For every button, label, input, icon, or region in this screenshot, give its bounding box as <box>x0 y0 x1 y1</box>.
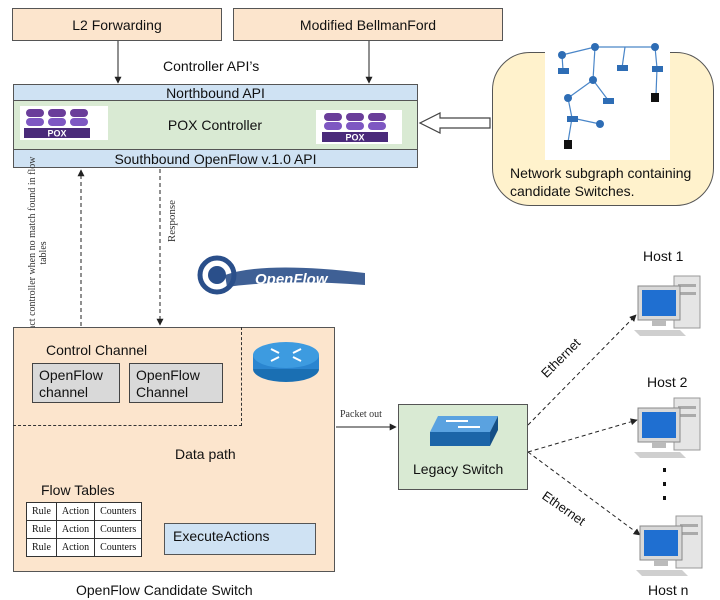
pox-logo-icon: POX <box>24 109 90 139</box>
ellipsis-dots-icon <box>663 468 666 500</box>
legacy-switch-label: Legacy Switch <box>413 461 504 477</box>
openflow-channel-1: OpenFlow channel <box>32 363 120 403</box>
bellmanford-label: Modified BellmanFord <box>299 16 437 33</box>
pox-logo-right: POX <box>316 110 402 144</box>
flow-counters-cell: Counters <box>94 538 143 557</box>
flow-counters-cell: Counters <box>94 502 143 521</box>
southbound-api-bar: Southbound OpenFlow v.1.0 API <box>13 149 418 168</box>
host2-label: Host 2 <box>647 374 688 390</box>
flow-action-cell: Action <box>55 538 96 557</box>
pox-logo-left: POX <box>20 106 108 140</box>
pox-controller-title: POX Controller <box>120 115 310 135</box>
table-row: Rule Action Counters <box>26 502 143 521</box>
bellmanford-box: Modified BellmanFord <box>233 8 503 41</box>
flow-tables-label: Flow Tables <box>41 482 115 498</box>
execute-actions-box: ExecuteActions <box>164 523 316 555</box>
switch-icon <box>430 416 498 446</box>
flow-rule-cell: Rule <box>26 538 57 557</box>
flow-table: Rule Action Counters Rule Action Counter… <box>26 502 143 557</box>
openflow-logo: OpenFlow <box>195 253 373 297</box>
flow-action-cell: Action <box>55 502 96 521</box>
openflow-channel-2-label: OpenFlow Channel <box>136 367 200 400</box>
data-path-label: Data path <box>175 446 236 462</box>
host1-computer-icon <box>634 275 701 336</box>
packet-out-label: Packet out <box>340 409 382 420</box>
table-row: Rule Action Counters <box>26 538 143 557</box>
pox-logo-icon: POX <box>322 113 388 143</box>
host1-label: Host 1 <box>643 248 684 264</box>
flow-counters-cell: Counters <box>94 520 143 539</box>
control-channel-region <box>13 327 242 426</box>
legacy-to-host2-arrow <box>527 418 638 453</box>
openflow-channel-2: OpenFlow Channel <box>129 363 223 403</box>
legacy-to-host1-arrow <box>527 314 637 426</box>
controller-api-label: Controller API’s <box>163 58 260 74</box>
router-icon <box>253 342 319 382</box>
hostn-computer-icon <box>636 515 703 576</box>
subgraph-to-controller-arrow <box>418 112 491 134</box>
openflow-channel-1-label: OpenFlow channel <box>39 367 103 400</box>
host2-computer-icon <box>634 397 701 458</box>
hostn-label: Host n <box>648 582 689 598</box>
pox-controller-label: POX Controller <box>167 117 263 133</box>
control-channel-label: Control Channel <box>46 342 148 358</box>
network-subgraph-caption: Network subgraph containing candidate Sw… <box>510 165 692 199</box>
openflow-logo-icon: OpenFlow <box>197 255 365 295</box>
switch-caption: OpenFlow Candidate Switch <box>76 582 253 598</box>
svg-text:POX: POX <box>47 129 66 139</box>
flow-action-cell: Action <box>55 520 96 539</box>
legacy-to-hostn-arrow <box>527 451 641 536</box>
execute-actions-label: ExecuteActions <box>173 528 270 544</box>
flow-rule-cell: Rule <box>26 520 57 539</box>
northbound-api-bar: Northbound API <box>13 84 418 101</box>
l2-forwarding-label: L2 Forwarding <box>72 16 162 33</box>
l2-forwarding-box: L2 Forwarding <box>12 8 222 41</box>
southbound-api-label: Southbound OpenFlow v.1.0 API <box>114 150 317 167</box>
response-label: Response <box>166 199 178 243</box>
northbound-api-label: Northbound API <box>166 84 265 101</box>
svg-text:OpenFlow: OpenFlow <box>255 271 329 288</box>
flow-rule-cell: Rule <box>26 502 57 521</box>
svg-text:POX: POX <box>345 133 364 143</box>
table-row: Rule Action Counters <box>26 520 143 539</box>
